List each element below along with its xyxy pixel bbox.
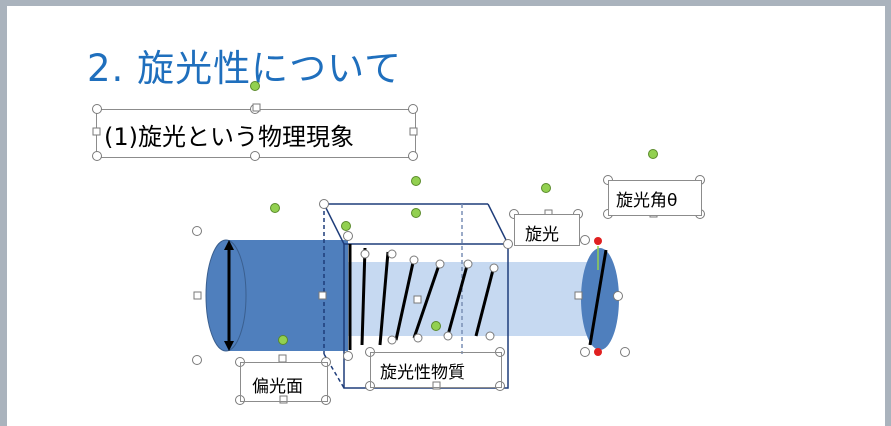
substance-label-box[interactable] xyxy=(370,352,502,388)
slide-title[interactable]: 2. 旋光性について xyxy=(87,47,402,90)
incoming-light-cylinder[interactable] xyxy=(205,239,348,352)
rotation-handles[interactable] xyxy=(250,81,658,345)
arrow-head-bottom xyxy=(224,341,234,351)
rotation-point-bottom xyxy=(594,348,602,356)
subtitle-text: (1)旋光という物理現象 xyxy=(104,123,354,151)
polarization-label: 偏光面 xyxy=(252,377,303,397)
outgoing-light-cylinder[interactable] xyxy=(348,237,619,356)
rotated-polarization-arrow xyxy=(588,249,608,346)
light-cylinder-end-face xyxy=(581,248,619,350)
rotation-arrows xyxy=(348,244,496,350)
polarization-label-box[interactable] xyxy=(240,362,328,402)
slide-canvas[interactable] xyxy=(7,6,885,426)
cylinder-front-face xyxy=(205,239,247,352)
rotation-label-box[interactable] xyxy=(514,214,580,246)
arrow-head-top xyxy=(224,240,234,250)
rotation-point-top xyxy=(594,237,602,245)
rotation-label: 旋光 xyxy=(525,225,559,245)
rotation-angle-label: 旋光角θ xyxy=(616,191,678,211)
substance-label: 旋光性物質 xyxy=(380,363,465,383)
substance-cube[interactable] xyxy=(323,203,509,389)
light-cylinder-body xyxy=(348,262,600,336)
rotation-angle-label-box[interactable] xyxy=(608,180,702,216)
